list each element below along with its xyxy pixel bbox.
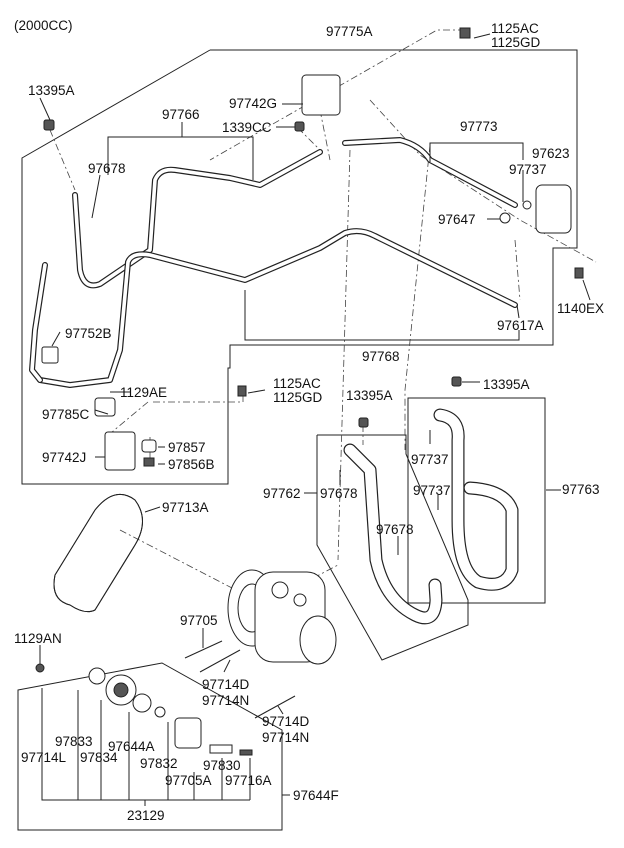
label-97716A: 97716A (225, 773, 272, 788)
bolt-97714D-1 (199, 649, 241, 673)
bracket-97742J (104, 431, 136, 471)
ac-compressor (227, 569, 337, 665)
nut-1339CC (294, 121, 305, 132)
label-97678-mid: 97678 (320, 486, 358, 501)
tensioner-assembly (88, 667, 253, 756)
label-97644F: 97644F (293, 788, 339, 803)
oring-97737-top (522, 200, 532, 210)
frame-97762 (316, 434, 469, 661)
adjuster-97830 (209, 744, 233, 754)
frame-97644F (17, 662, 283, 831)
grommet-97857 (141, 439, 157, 453)
label-97737-r2: 97737 (413, 483, 451, 498)
fitting-97647 (499, 212, 511, 224)
label-97762: 97762 (263, 486, 301, 501)
label-97832: 97832 (140, 756, 178, 771)
label-97714D-1: 97714D (202, 677, 250, 692)
label-97833: 97833 (55, 734, 93, 749)
label-97752B: 97752B (65, 326, 112, 341)
receiver-drier-97623 (535, 184, 572, 234)
connector-lines (49, 29, 597, 589)
bolt-1125AC-top (459, 27, 471, 39)
label-97644A: 97644A (108, 739, 155, 754)
part-labels: (2000CC) 97775A 1125AC 1125GD 13395A 977… (14, 18, 604, 823)
bracket-97742G (301, 74, 341, 116)
label-1140EX: 1140EX (557, 301, 604, 316)
label-97713A: 97713A (162, 500, 209, 515)
hose-assemblies (343, 408, 519, 625)
washer-97832 (154, 706, 166, 718)
label-13395A-top: 13395A (28, 83, 75, 98)
nut-13395A-mid (358, 417, 369, 428)
frame-97775A (21, 49, 578, 485)
label-97763: 97763 (562, 482, 600, 497)
label-97830: 97830 (203, 758, 241, 773)
label-97678-low: 97678 (376, 522, 414, 537)
label-97705A: 97705A (165, 773, 212, 788)
label-97857: 97857 (168, 440, 206, 455)
label-97714D-2: 97714D (262, 714, 310, 729)
label-97737-r1: 97737 (411, 452, 449, 467)
bushing-97856B (143, 457, 155, 467)
nut-13395A-right (451, 376, 462, 387)
label-97678-left: 97678 (88, 161, 126, 176)
label-1339CC: 1339CC (222, 120, 272, 135)
label-97714L: 97714L (21, 750, 67, 765)
label-97623: 97623 (532, 146, 570, 161)
label-97705: 97705 (180, 613, 218, 628)
frame-97763 (407, 397, 546, 604)
pipe-97768 (37, 228, 518, 388)
label-97834: 97834 (80, 750, 118, 765)
label-1125GD-mid: 1125GD (273, 390, 323, 405)
nut-13395A-top (43, 119, 55, 131)
label-13395A-mid: 13395A (346, 388, 393, 403)
label-97714N-1: 97714N (202, 693, 249, 708)
label-1125GD-top: 1125GD (491, 35, 541, 50)
label-97768: 97768 (362, 349, 400, 364)
label-1125AC-top: 1125AC (491, 21, 539, 36)
label-1129AN: 1129AN (14, 631, 62, 646)
label-97742J: 97742J (42, 450, 86, 465)
label-1125AC-mid: 1125AC (273, 376, 321, 391)
label-13395A-right: 13395A (483, 377, 530, 392)
bolt-97714D-2 (254, 695, 296, 719)
bolt-1125AC-mid (237, 385, 247, 397)
block-97752B (41, 346, 59, 364)
pipe-assemblies (29, 137, 518, 388)
label-97766: 97766 (162, 107, 200, 122)
label-1129AE: 1129AE (120, 385, 167, 400)
label-97617A: 97617A (497, 318, 544, 333)
bolt-97716A (239, 749, 253, 756)
label-23129: 23129 (127, 808, 165, 823)
washer-97834 (132, 693, 152, 713)
label-97737-top: 97737 (509, 162, 547, 177)
washer-97833 (88, 667, 106, 685)
engine-label: (2000CC) (14, 18, 73, 33)
bolt-97705 (184, 640, 223, 659)
label-97775A: 97775A (326, 24, 373, 39)
leader-lines (39, 33, 591, 806)
belt-97713A (53, 493, 143, 613)
label-97714N-2: 97714N (262, 730, 309, 745)
long-bolts (35, 640, 296, 719)
label-97773: 97773 (460, 119, 498, 134)
label-97785C: 97785C (42, 407, 90, 422)
bolt-1140EX (574, 267, 584, 279)
label-97742G: 97742G (229, 96, 277, 111)
label-97647: 97647 (438, 212, 476, 227)
group-outlines (17, 49, 578, 831)
label-97856B: 97856B (168, 457, 215, 472)
bracket-97705A (174, 717, 202, 749)
